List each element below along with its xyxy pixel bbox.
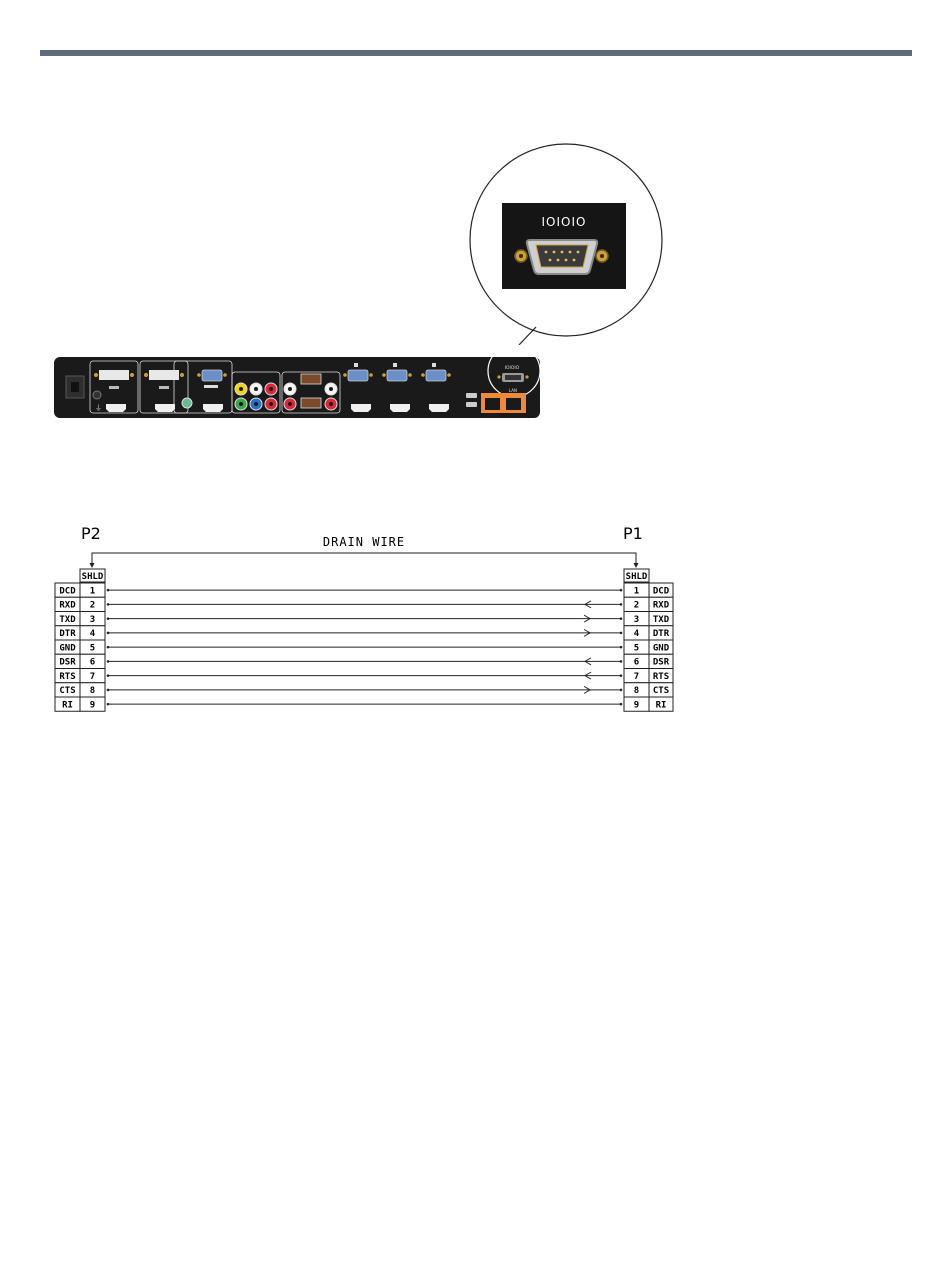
pin-number-left: 8 xyxy=(90,686,95,696)
signal-label-right: DSR xyxy=(653,658,670,668)
wire-endpoint xyxy=(107,660,110,663)
signal-label-left: DCD xyxy=(59,586,76,596)
pin-row: DSR 6 6 DSR xyxy=(55,654,673,668)
wire-endpoint xyxy=(107,617,110,620)
signal-label-right: TXD xyxy=(653,615,670,625)
signal-label-right: DTR xyxy=(653,629,670,639)
pin-number-left: 1 xyxy=(90,586,95,596)
signal-label-right: GND xyxy=(653,643,670,653)
pin-row: DCD 1 1 DCD xyxy=(55,583,673,597)
pin-number-right: 2 xyxy=(634,601,639,611)
rear-panel-body xyxy=(54,357,540,418)
pin-row: RI 9 9 RI xyxy=(55,697,673,711)
pin-number-left: 5 xyxy=(90,643,95,653)
audio-jack-icon xyxy=(182,398,192,408)
shield-label-left: SHLD xyxy=(82,572,104,582)
signal-label-left: TXD xyxy=(59,615,76,625)
shield-label-right: SHLD xyxy=(626,572,648,582)
signal-label-left: RI xyxy=(62,700,73,710)
signal-label-right: CTS xyxy=(653,686,669,696)
pin-number-right: 5 xyxy=(634,643,639,653)
signal-label-right: RXD xyxy=(653,601,670,611)
pin-number-right: 4 xyxy=(634,629,640,639)
pin-number-left: 7 xyxy=(90,672,95,682)
pin-number-left: 3 xyxy=(90,615,95,625)
connector-p1-label: P1 xyxy=(623,524,643,543)
signal-label-left: RXD xyxy=(59,601,76,611)
signal-label-left: CTS xyxy=(59,686,75,696)
wire-endpoint xyxy=(107,689,110,692)
pin-number-left: 2 xyxy=(90,601,95,611)
pin-row: CTS 8 8 CTS xyxy=(55,683,673,697)
zoom-serial-symbol: IOIOIO xyxy=(542,215,587,229)
connector-p2-label: P2 xyxy=(81,524,101,543)
wire-endpoint xyxy=(620,660,623,663)
pin-number-right: 1 xyxy=(634,586,639,596)
zoom-leader-line xyxy=(518,327,536,346)
ground-symbol-icon: ⏚ xyxy=(95,404,102,412)
wire-endpoint xyxy=(620,689,623,692)
pin-number-left: 4 xyxy=(90,629,96,639)
signal-label-right: RTS xyxy=(653,672,669,682)
pin-row: GND 5 5 GND xyxy=(55,640,673,654)
pin-number-left: 9 xyxy=(90,700,95,710)
zoom-callout: IOIOIO xyxy=(470,144,662,346)
signal-label-left: RTS xyxy=(59,672,75,682)
signal-label-left: DTR xyxy=(59,629,76,639)
pin-number-right: 9 xyxy=(634,700,639,710)
wire-endpoint xyxy=(620,617,623,620)
signal-label-right: RI xyxy=(656,700,667,710)
wire-endpoint xyxy=(620,646,623,649)
rear-serial-symbol: IOIOIO xyxy=(505,365,520,371)
pin-row: TXD 3 3 TXD xyxy=(55,612,673,626)
drain-wire-label: DRAIN WIRE xyxy=(323,535,405,549)
signal-label-left: GND xyxy=(59,643,76,653)
wire-endpoint xyxy=(620,674,623,677)
power-switch-icon xyxy=(93,391,101,399)
signal-label-left: DSR xyxy=(59,658,76,668)
pin-row: RTS 7 7 RTS xyxy=(55,669,673,683)
wiring-diagram: P2 P1 DRAIN WIRE SHLD SHLD DCD 1 1 DCD RXD 2 2… xyxy=(55,524,673,711)
wire-endpoint xyxy=(107,703,110,706)
pin-number-right: 7 xyxy=(634,672,639,682)
wire-endpoint xyxy=(107,674,110,677)
wire-endpoint xyxy=(107,603,110,606)
pin-number-left: 6 xyxy=(90,658,95,668)
rear-panel: ⏚ xyxy=(54,345,540,418)
wire-endpoint xyxy=(620,632,623,635)
pin-row: DTR 4 4 DTR xyxy=(55,626,673,640)
wire-endpoint xyxy=(620,589,623,592)
pin-row: RXD 2 2 RXD xyxy=(55,597,673,611)
signal-label-right: DCD xyxy=(653,586,670,596)
pin-number-right: 6 xyxy=(634,658,639,668)
pin-number-right: 3 xyxy=(634,615,639,625)
lan-label: LAN xyxy=(509,388,517,393)
pin-number-right: 8 xyxy=(634,686,639,696)
wire-endpoint xyxy=(620,603,623,606)
wire-endpoint xyxy=(107,646,110,649)
wire-endpoint xyxy=(107,589,110,592)
drain-wire xyxy=(92,553,636,567)
wire-endpoint xyxy=(620,703,623,706)
audio-connector-icon xyxy=(301,374,321,384)
wire-endpoint xyxy=(107,632,110,635)
